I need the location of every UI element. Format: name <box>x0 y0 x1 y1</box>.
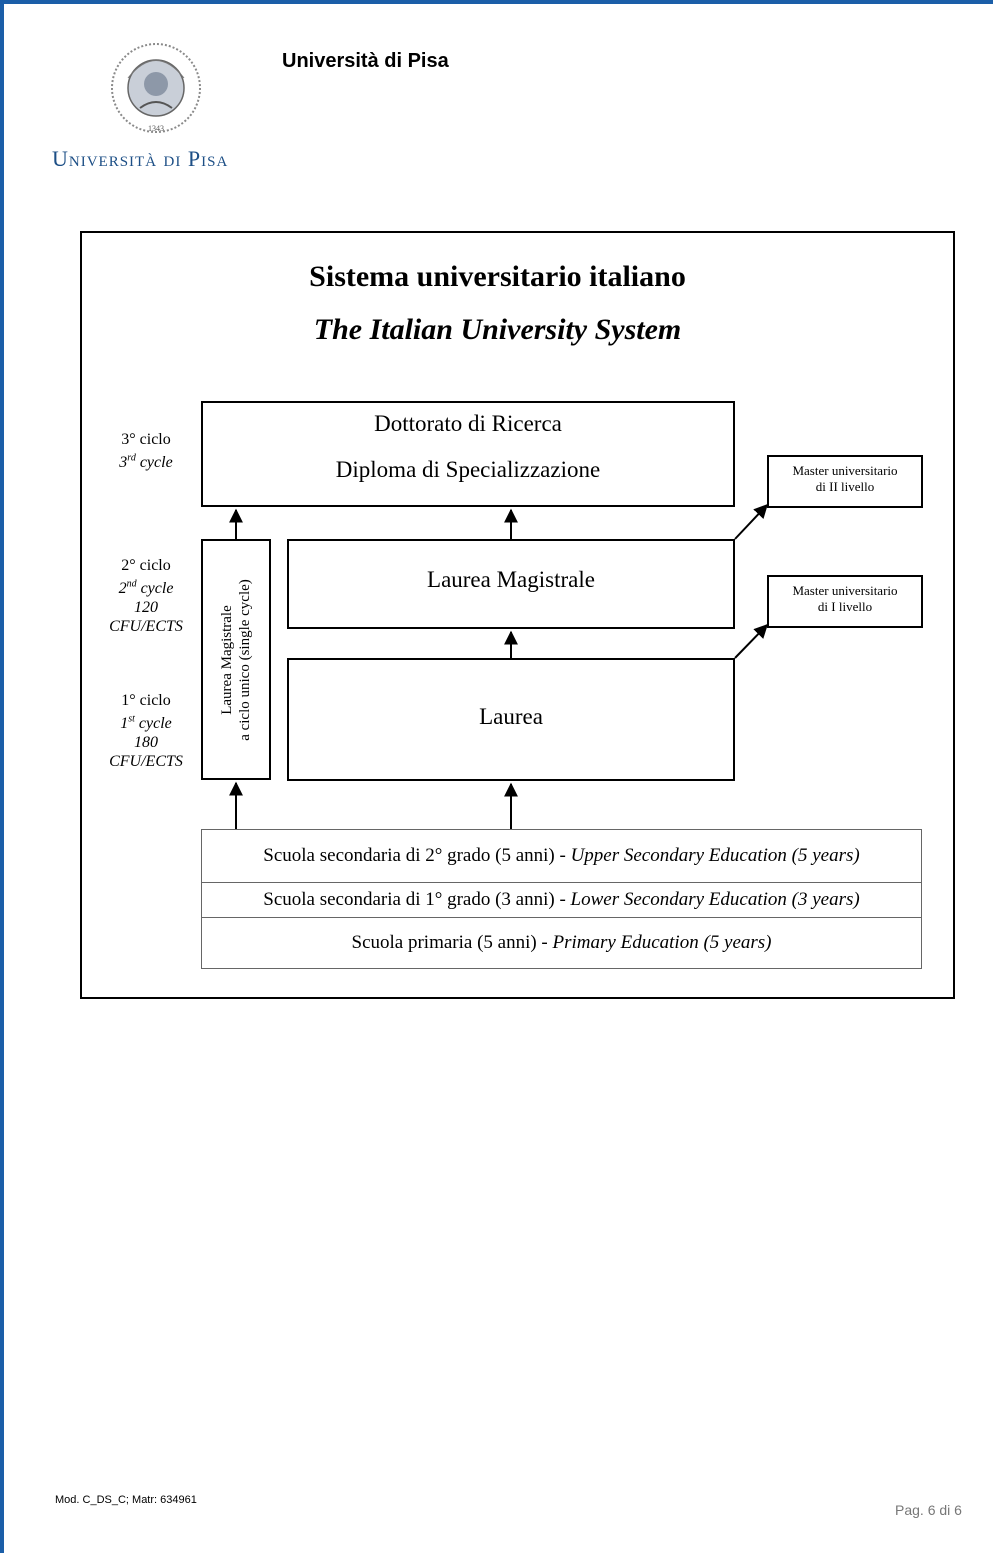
first-cycle-credits: 180 <box>134 734 158 752</box>
laurea-magistrale-label: Laurea Magistrale <box>427 567 595 592</box>
primary-it: Scuola primaria (5 anni) - <box>351 932 553 953</box>
master-second-level-line2: di II livello <box>815 479 875 494</box>
university-seal-logo: 1343 <box>88 38 224 138</box>
school-row-lower-secondary: Scuola secondaria di 1° grado (3 anni) -… <box>201 882 922 918</box>
master-first-level-line2: di I livello <box>817 599 873 614</box>
single-cycle-line2: a ciclo unico (single cycle) <box>237 578 253 741</box>
laurea-label: Laurea <box>479 704 543 729</box>
third-cycle-label: 3° ciclo 3rd cycle <box>104 430 188 472</box>
first-cycle-it: 1° ciclo <box>121 692 171 709</box>
third-cycle-it: 3° ciclo <box>121 431 171 448</box>
single-cycle-box: Laurea Magistrale a ciclo unico (single … <box>201 539 271 780</box>
doctorate-line2: Diploma di Specializzazione <box>335 457 601 482</box>
diagram-frame <box>80 231 955 999</box>
laurea-box: Laurea <box>287 658 735 781</box>
doctorate-line1: Dottorato di Ricerca <box>374 411 562 436</box>
footer-module-code: Mod. C_DS_C; Matr: 634961 <box>55 1494 197 1506</box>
first-cycle-en: 1st cycle <box>120 714 172 733</box>
school-row-upper-secondary: Scuola secondaria di 2° grado (5 anni) -… <box>201 829 922 883</box>
first-cycle-unit: CFU/ECTS <box>109 753 183 771</box>
logo-wordmark: Università di Pisa <box>52 146 229 171</box>
upper-secondary-it: Scuola secondaria di 2° grado (5 anni) - <box>263 845 571 866</box>
lower-secondary-it: Scuola secondaria di 1° grado (3 anni) - <box>263 889 571 910</box>
page-header-title: Università di Pisa <box>282 50 449 72</box>
single-cycle-line1: Laurea Magistrale <box>219 604 235 715</box>
doctorate-box: Dottorato di Ricerca Diploma di Speciali… <box>201 401 735 507</box>
master-first-level-line1: Master universitario <box>792 583 898 598</box>
second-cycle-credits: 120 <box>134 599 158 617</box>
first-cycle-label: 1° ciclo 1st cycle 180 CFU/ECTS <box>100 691 192 771</box>
upper-secondary-en: Upper Secondary Education (5 years) <box>570 845 860 866</box>
master-second-level-text: Master universitario di II livello <box>769 457 921 495</box>
school-row-primary: Scuola primaria (5 anni) - Primary Educa… <box>201 917 922 969</box>
laurea-magistrale-box: Laurea Magistrale <box>287 539 735 629</box>
master-second-level-line1: Master universitario <box>792 463 898 478</box>
second-cycle-it: 2° ciclo <box>121 557 171 574</box>
diagram-title-italian: Sistema universitario italiano <box>309 260 686 293</box>
master-first-level-text: Master universitario di I livello <box>769 577 921 615</box>
second-cycle-en: 2nd cycle <box>118 579 174 598</box>
single-cycle-text: Laurea Magistrale a ciclo unico (single … <box>218 579 254 741</box>
second-cycle-label: 2° ciclo 2nd cycle 120 CFU/ECTS <box>100 556 192 636</box>
master-first-level-box: Master universitario di I livello <box>767 575 923 628</box>
diagram-title-english: The Italian University System <box>313 313 682 346</box>
lower-secondary-en: Lower Secondary Education (3 years) <box>570 889 860 910</box>
primary-en: Primary Education (5 years) <box>552 932 772 953</box>
svg-text:1343: 1343 <box>148 124 164 133</box>
third-cycle-en: 3rd cycle <box>119 453 173 472</box>
master-second-level-box: Master universitario di II livello <box>767 455 923 508</box>
second-cycle-unit: CFU/ECTS <box>109 618 183 636</box>
footer-page-number: Pag. 6 di 6 <box>895 1502 962 1518</box>
